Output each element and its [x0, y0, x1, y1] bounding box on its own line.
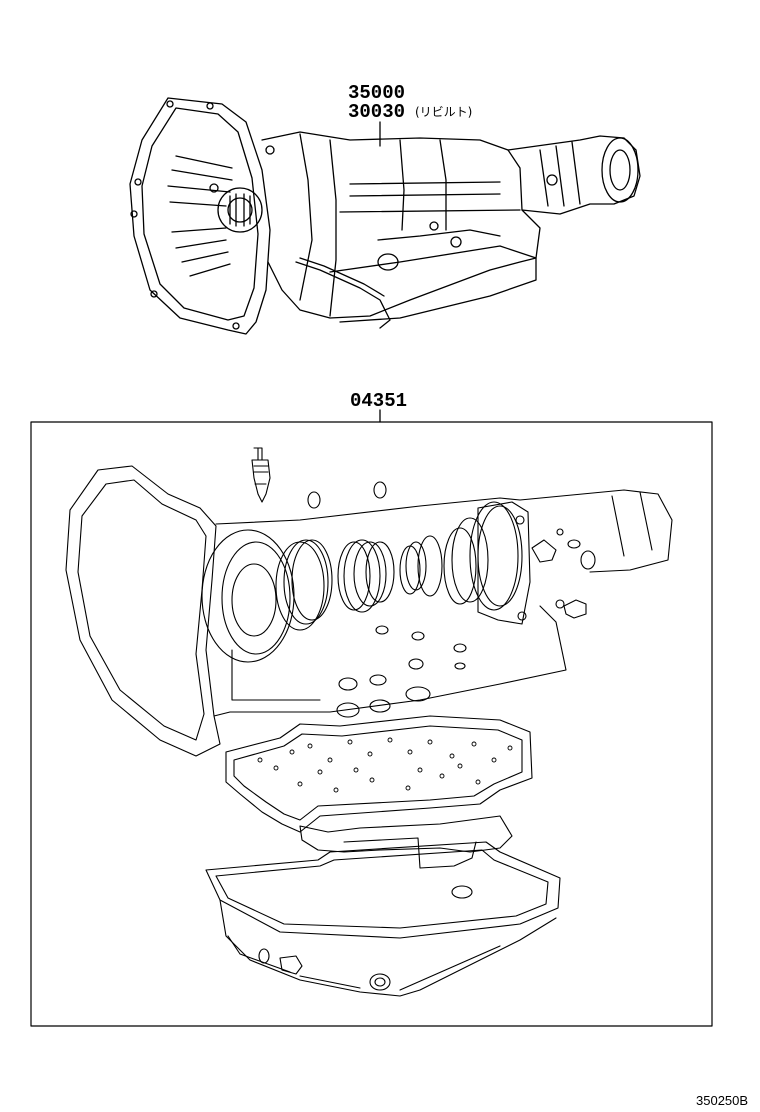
transmission-assembly-illustration [129, 97, 641, 335]
part-number-04351: 04351 [350, 390, 408, 412]
kit-frame [30, 421, 713, 1027]
diagram-code: 350250B [696, 1093, 749, 1108]
part-number-30030: 30030 [348, 101, 406, 123]
gasket-kit-illustration [65, 447, 673, 997]
rebuilt-note: (リビルト) [415, 105, 473, 119]
part-number-35000: 35000 [348, 82, 406, 104]
